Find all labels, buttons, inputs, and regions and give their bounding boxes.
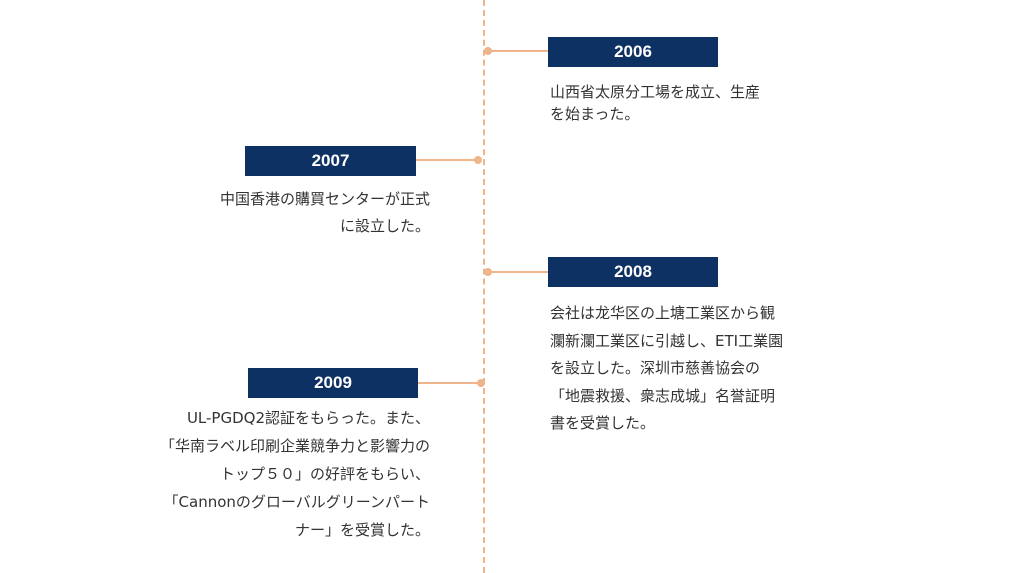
timeline-connector-2006 xyxy=(490,50,548,52)
year-badge-2007: 2007 xyxy=(245,146,416,176)
description-line: トップ５０」の好評をもらい、 xyxy=(219,465,430,483)
description-line: 「地震救援、衆志成城」名誉証明 xyxy=(550,386,776,405)
description-line: UL-PGDQ2認証をもらった。また、 xyxy=(186,409,430,427)
year-badge-2006: 2006 xyxy=(548,37,718,67)
event-description-2009: UL-PGDQ2認証をもらった。また、 「华南ラベル印刷企業競争力と影響力の ト… xyxy=(160,404,430,544)
timeline-dot-2007 xyxy=(474,156,482,164)
timeline-dot-2006 xyxy=(484,47,492,55)
description-line: に設立した。 xyxy=(339,217,430,235)
timeline-connector-2009 xyxy=(418,382,479,384)
description-line: 中国香港の購買センターが正式 xyxy=(219,190,430,208)
description-line: 山西省太原分工場を成立、生産 xyxy=(550,83,761,101)
year-badge-2009: 2009 xyxy=(248,368,418,398)
description-line: 書を受賞した。 xyxy=(550,414,656,432)
timeline-connector-2008 xyxy=(490,271,548,273)
description-line: 会社は龙华区の上塘工業区から観 xyxy=(550,304,776,322)
timeline-dot-2008 xyxy=(484,268,492,276)
description-line: ナー」を受賞した。 xyxy=(294,521,430,539)
event-description-2008: 会社は龙华区の上塘工業区から観 瀾新瀾工業区に引越し、ETI工業園 を設立した。… xyxy=(550,300,783,438)
description-line: を設立した。深圳市慈善協会の xyxy=(550,359,761,377)
description-line: 「Cannonのグローバルグリーンパート xyxy=(163,493,430,511)
timeline-connector-2007 xyxy=(416,159,476,161)
event-description-2007: 中国香港の購買センターが正式 に設立した。 xyxy=(220,188,430,237)
timeline-axis xyxy=(483,0,485,573)
timeline-dot-2009 xyxy=(477,379,485,387)
year-badge-2008: 2008 xyxy=(548,257,718,287)
description-line: 「华南ラベル印刷企業競争力と影響力の xyxy=(159,437,430,455)
description-line: 瀾新瀾工業区に引越し、ETI工業園 xyxy=(550,331,784,350)
event-description-2006: 山西省太原分工場を成立、生産 を始まった。 xyxy=(550,81,760,125)
description-line: を始まった。 xyxy=(550,105,640,123)
